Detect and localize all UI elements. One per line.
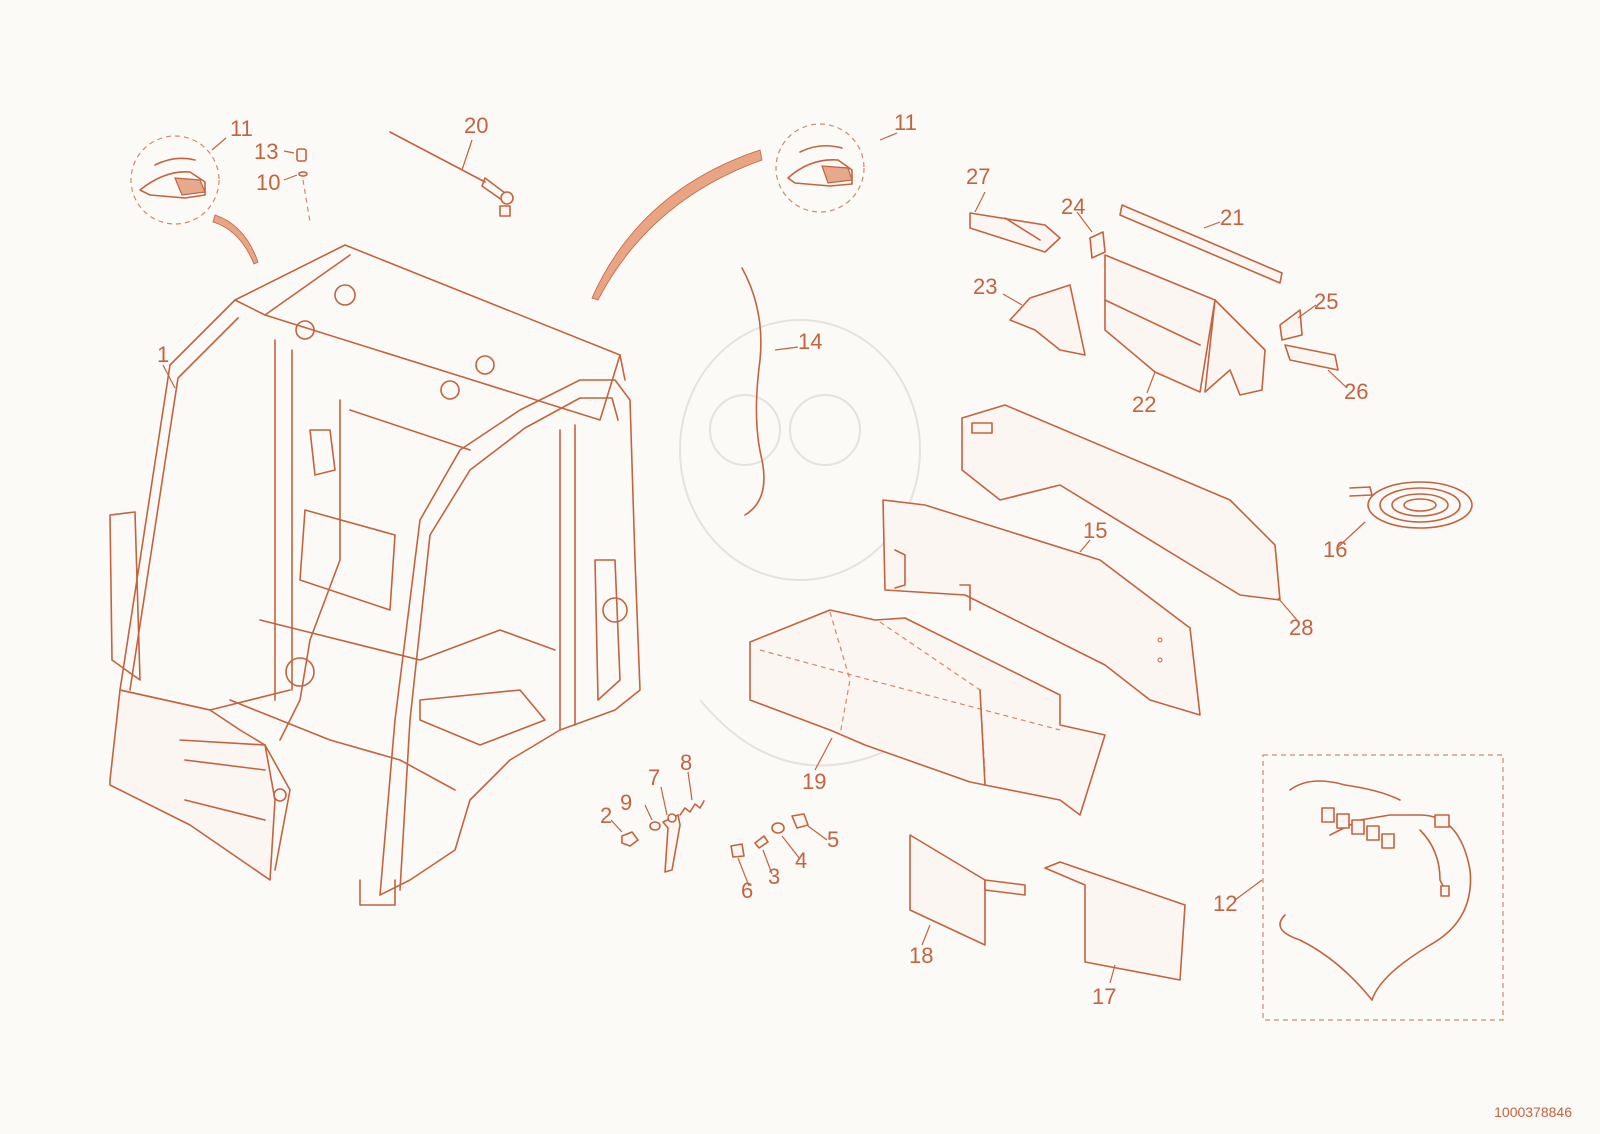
callout-4: 4 xyxy=(795,848,807,873)
callout-12: 12 xyxy=(1213,891,1237,916)
spring-part-8[interactable] xyxy=(679,800,705,816)
callout-1: 1 xyxy=(157,342,169,367)
callout-27: 27 xyxy=(966,164,990,189)
callout-labels: 1 2 3 4 5 6 7 8 9 10 11 11 12 13 14 15 1… xyxy=(157,110,1368,1009)
callout-15: 15 xyxy=(1083,518,1107,543)
callout-6: 6 xyxy=(741,878,753,903)
nut-part-2[interactable] xyxy=(621,831,639,847)
panel-part-23[interactable] xyxy=(1009,284,1086,356)
callout-7: 7 xyxy=(648,765,660,790)
panel-part-18[interactable] xyxy=(909,834,1026,946)
strip-part-21[interactable] xyxy=(1119,204,1283,284)
panel-part-17[interactable] xyxy=(1044,861,1186,981)
assembly-arrow-right xyxy=(591,149,763,301)
washer-part-4[interactable] xyxy=(771,822,785,834)
callout-26: 26 xyxy=(1344,379,1368,404)
callout-10: 10 xyxy=(256,170,280,195)
callout-13: 13 xyxy=(254,139,278,164)
washer-part-9[interactable] xyxy=(649,821,661,831)
nut-part-5[interactable] xyxy=(791,813,809,829)
trim-part-27[interactable] xyxy=(969,212,1061,253)
callout-23: 23 xyxy=(973,274,997,299)
callout-20: 20 xyxy=(464,113,488,138)
panel-part-28[interactable] xyxy=(961,404,1281,601)
callout-18: 18 xyxy=(909,943,933,968)
tape-coil-part-16[interactable] xyxy=(1349,481,1473,529)
nut-part-13[interactable] xyxy=(296,148,307,162)
assembly-arrow-left xyxy=(212,214,259,265)
callout-14: 14 xyxy=(798,329,822,354)
callout-17: 17 xyxy=(1092,984,1116,1009)
detail-view-part-11-left[interactable] xyxy=(130,135,220,225)
clip-part-6[interactable] xyxy=(730,843,745,858)
trim-part-24[interactable] xyxy=(1089,231,1106,259)
insulation-block-part-19[interactable] xyxy=(749,609,1106,816)
callout-19: 19 xyxy=(802,769,826,794)
callout-3: 3 xyxy=(768,864,780,889)
callout-25: 25 xyxy=(1314,289,1338,314)
callout-21: 21 xyxy=(1220,205,1244,230)
gas-strut-part-20[interactable] xyxy=(389,131,514,217)
callout-11-right: 11 xyxy=(894,110,917,135)
lever-part-7[interactable] xyxy=(662,813,681,873)
panel-part-22[interactable] xyxy=(1104,254,1266,396)
callout-5: 5 xyxy=(827,827,839,852)
callout-28: 28 xyxy=(1289,615,1313,640)
callout-8: 8 xyxy=(680,750,692,775)
callout-16: 16 xyxy=(1323,537,1347,562)
cable-part-14[interactable] xyxy=(741,267,765,516)
callout-2: 2 xyxy=(600,803,612,828)
cab-frame-part-1[interactable] xyxy=(109,244,641,906)
bracket-part-26[interactable] xyxy=(1284,344,1339,371)
leader-lines xyxy=(162,132,1366,984)
detail-view-part-11-right[interactable] xyxy=(775,123,865,213)
panel-part-15[interactable] xyxy=(882,499,1201,716)
callout-11-left: 11 xyxy=(230,116,253,141)
callout-24: 24 xyxy=(1061,194,1085,219)
washer-part-10[interactable] xyxy=(298,171,311,223)
bracket-part-25[interactable] xyxy=(1279,309,1303,341)
callout-22: 22 xyxy=(1132,392,1156,417)
callout-9: 9 xyxy=(620,790,632,815)
wiring-harness-part-12[interactable] xyxy=(1262,754,1504,1021)
bolt-part-3[interactable] xyxy=(754,835,769,849)
drawing-number: 1000378846 xyxy=(1494,1104,1572,1120)
